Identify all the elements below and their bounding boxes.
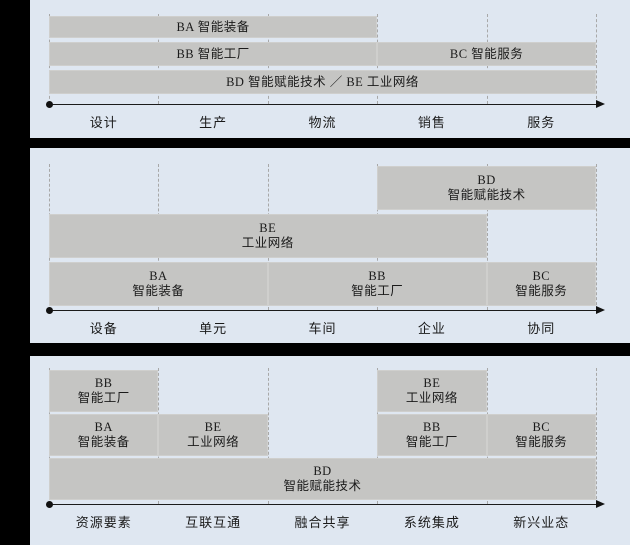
bar-code: BE	[259, 221, 277, 236]
axis-tick-label: 新兴业态	[513, 515, 570, 530]
bar-label: BC 智能服务	[449, 46, 524, 61]
gridline	[486, 164, 488, 310]
bar-code: BA	[149, 269, 168, 284]
bar-label: BA 智能装备	[176, 19, 250, 34]
axis-tick-label: 单元	[199, 321, 228, 336]
axis-tick-label: 服务	[527, 115, 556, 130]
bar-code: BB	[423, 420, 441, 435]
plot-area: BA 智能装备 BB 智能工厂 BC 智能服务 BD 智能赋能技术 ／ BE 工业网络…	[30, 0, 630, 138]
gridline	[267, 368, 269, 504]
bar-code: BE	[423, 376, 441, 391]
axis-tick-label: 设备	[89, 321, 118, 336]
bar-code: BC	[532, 420, 551, 435]
bar-ba: BA 智能装备	[49, 16, 378, 38]
axis-arrow-icon	[596, 306, 605, 314]
bar-name: 智能赋能技术	[283, 479, 362, 493]
axis-tick-label: 设计	[89, 115, 118, 130]
axis-tick-label: 物流	[308, 115, 337, 130]
bar-name: 工业网络	[241, 236, 294, 250]
axis-arrow-icon	[596, 100, 605, 108]
axis-origin-dot	[46, 101, 53, 108]
bar-code: BD	[477, 173, 496, 188]
bar-name: 智能装备	[132, 284, 185, 298]
bar-code: BD	[313, 464, 332, 479]
axis-tick-label: 系统集成	[403, 515, 460, 530]
axis-origin-dot	[46, 307, 53, 314]
axis-line	[49, 310, 597, 311]
axis-tick-label: 资源要素	[75, 515, 132, 530]
gridline	[596, 368, 597, 504]
bar-code: BB	[368, 269, 387, 284]
bar-name: 智能赋能技术	[447, 188, 526, 202]
axis-origin-dot	[46, 501, 53, 508]
axis-line	[49, 104, 597, 105]
bar-name: 智能工厂	[351, 284, 404, 298]
bar-name: 智能服务	[515, 435, 568, 449]
gridline	[596, 14, 597, 104]
bar-bc: BC 智能服务	[377, 42, 596, 66]
bar-code: BB	[94, 376, 113, 391]
bar-bb: BB 智能工厂	[49, 42, 378, 66]
axis-tick-label: 企业	[417, 321, 446, 336]
bar-bd-be: BD 智能赋能技术 ／ BE 工业网络	[49, 70, 596, 94]
chart-panel-1: BA 智能装备 BB 智能工厂 BC 智能服务 BD 智能赋能技术 ／ BE 工业网络…	[30, 0, 630, 138]
axis-tick-label: 车间	[308, 321, 337, 336]
bar-label: BD 智能赋能技术 ／ BE 工业网络	[226, 74, 419, 89]
axis-tick-label: 融合共享	[294, 515, 351, 530]
bar-code: BE	[204, 420, 222, 435]
axis-tick-label: 互联互通	[185, 515, 242, 530]
gridline	[596, 164, 597, 310]
axis-tick-label: 生产	[199, 115, 228, 130]
bar-name: 智能服务	[515, 284, 568, 298]
bar-code: BC	[532, 269, 551, 284]
axis-arrow-icon	[596, 500, 605, 508]
bar-code: BA	[94, 420, 113, 435]
bar-name: 智能工厂	[405, 435, 458, 449]
axis-tick-label: 销售	[417, 115, 446, 130]
bar-label: BB 智能工厂	[176, 46, 250, 61]
axis-line	[49, 504, 597, 505]
axis-tick-label: 协同	[527, 321, 556, 336]
bar-name: 工业网络	[187, 435, 240, 449]
bar-name: 智能装备	[77, 435, 130, 449]
bar-name: 智能工厂	[77, 391, 130, 405]
bar-name: 工业网络	[405, 391, 458, 405]
